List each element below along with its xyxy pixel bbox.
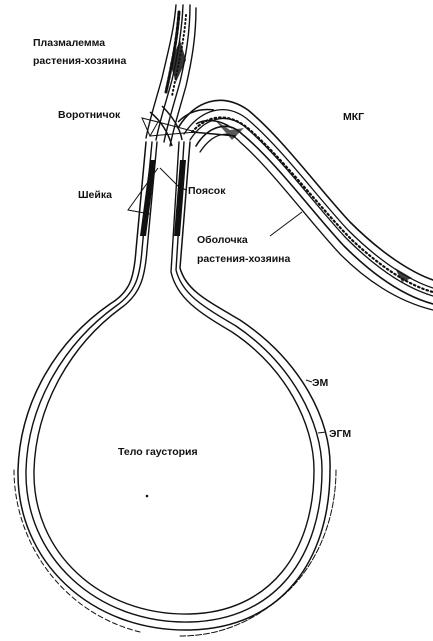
label-haustorium-body: Тело гаустория [118, 446, 198, 458]
label-neck: Шейка [78, 189, 112, 201]
invading-hypha [146, 5, 196, 146]
label-collar: Воротничок [58, 109, 121, 121]
label-host-plasmalemma-2: растения-хозяина [33, 55, 126, 67]
label-belt: Поясок [188, 185, 226, 197]
label-host-plasmalemma-1: Плазмалемма [33, 37, 105, 49]
haustorium-outline [14, 142, 336, 636]
label-mkg: МКГ [343, 111, 364, 123]
leader-lines [128, 118, 326, 433]
label-host-wall-1: Оболочка [197, 234, 248, 246]
body-dot [146, 495, 149, 498]
label-em: ЭМ [312, 377, 328, 389]
label-host-wall-2: растения-хозяина [197, 253, 290, 265]
label-egm: ЭГМ [329, 428, 351, 440]
host-cell-wall [178, 100, 433, 310]
